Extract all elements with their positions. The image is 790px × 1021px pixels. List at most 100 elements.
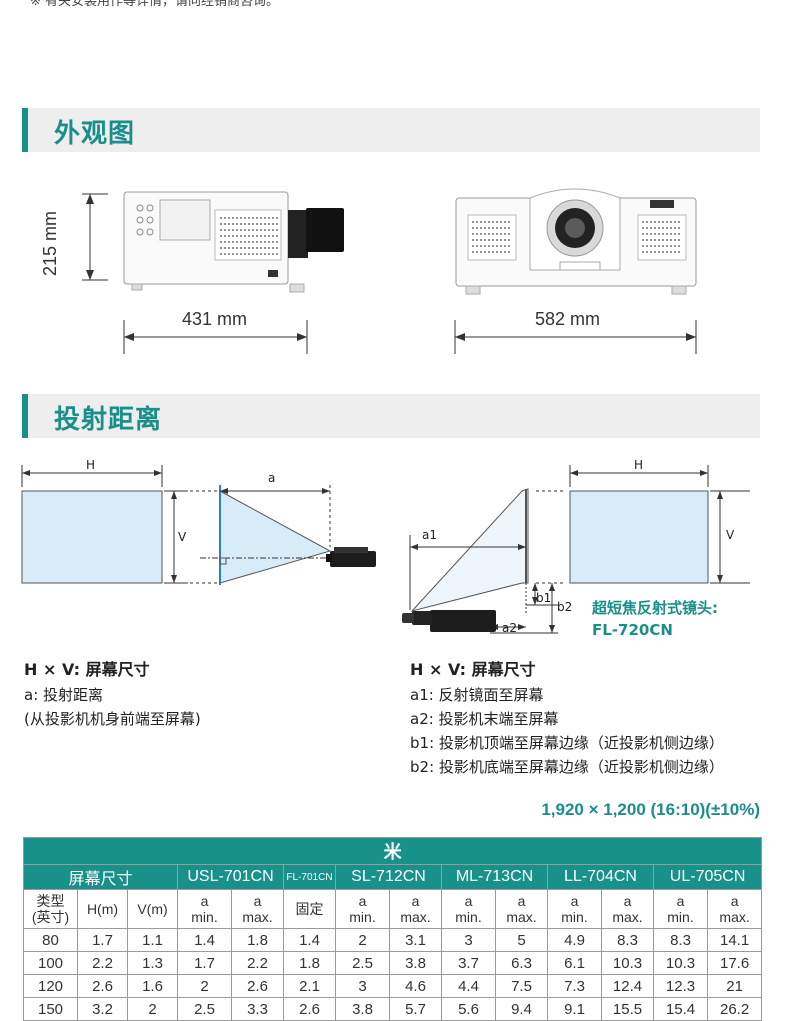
legend-item: a: 投射距离 — [24, 686, 104, 704]
table-cell: 2.2 — [231, 951, 284, 975]
table-cell: 15.4 — [653, 997, 708, 1021]
lens-note-2: FL-720CN — [592, 621, 673, 639]
table-cell: 3 — [441, 928, 496, 952]
h-header: H(m) — [77, 889, 128, 929]
height-dimension: 215 mm — [40, 210, 60, 276]
section-title-exterior: 外观图 — [54, 119, 136, 149]
legend-title-left: H × V: 屏幕尺寸 — [24, 660, 150, 679]
table-cell: 1.6 — [127, 974, 178, 998]
width-dimension: 582 mm — [535, 309, 601, 329]
table-cell: 2.5 — [335, 951, 390, 975]
table-cell: 1.8 — [231, 928, 284, 952]
table-cell: 1.8 — [283, 951, 336, 975]
projector-icon-right — [402, 610, 496, 632]
table-cell: 3.2 — [77, 997, 128, 1021]
table-cell: 5.7 — [389, 997, 442, 1021]
table-cell: 21 — [706, 974, 763, 998]
table-cell: 12.3 — [653, 974, 708, 998]
model-header: LL-704CN — [547, 864, 654, 890]
table-cell: 14.1 — [706, 928, 763, 952]
table-cell: 2.6 — [77, 974, 128, 998]
table-cell: 1.7 — [77, 928, 128, 952]
table-cell: 1.4 — [283, 928, 336, 952]
table-cell: 10.3 — [601, 951, 654, 975]
model-header: ML-713CN — [441, 864, 548, 890]
table-cell: 17.6 — [706, 951, 763, 975]
label-v-right: V — [726, 528, 735, 542]
table-cell: 1.1 — [127, 928, 178, 952]
screen-size-header: 屏幕尺寸 — [23, 864, 178, 890]
table-cell: 12.4 — [601, 974, 654, 998]
label-a2: a2 — [502, 621, 517, 635]
label-h-right: H — [634, 458, 644, 472]
type-header: 类型(英寸) — [23, 889, 78, 929]
table-cell: 10.3 — [653, 951, 708, 975]
label-a1: a1 — [422, 528, 437, 542]
table-cell: 6.1 — [547, 951, 602, 975]
label-b1: b1 — [536, 591, 552, 605]
label-h-left: H — [86, 458, 96, 472]
fixed-header: 固定 — [283, 889, 336, 929]
table-cell: 120 — [23, 974, 78, 998]
table-cell: 2.6 — [283, 997, 336, 1021]
unit-header: 米 — [22, 837, 763, 865]
exterior-drawings — [82, 188, 697, 354]
table-cell: 2 — [177, 974, 232, 998]
section-title-throw: 投射距离 — [54, 405, 163, 435]
label-v-left: V — [178, 530, 187, 544]
table-cell: 2.5 — [177, 997, 232, 1021]
throw-diagram-standard — [21, 465, 376, 585]
table-cell: 8.3 — [653, 928, 708, 952]
top-note: ※ 有关安装用作等详情，请向经销商咨询。 — [30, 0, 280, 9]
table-cell: 2.2 — [77, 951, 128, 975]
table-cell: 5 — [495, 928, 548, 952]
table-cell: 6.3 — [495, 951, 548, 975]
section-accent — [22, 394, 28, 438]
model-header: UL-705CN — [652, 864, 763, 890]
table-cell: 4.6 — [389, 974, 442, 998]
throw-distance-table: 米 屏幕尺寸 USL-701CN FL-701CN SL-712CN ML-71… — [22, 837, 763, 1021]
table-cell: 2.6 — [231, 974, 284, 998]
table-cell: 15.5 — [601, 997, 654, 1021]
table-cell: 1.3 — [127, 951, 178, 975]
throw-diagram-ultrashort — [402, 465, 750, 634]
label-b2: b2 — [557, 600, 573, 614]
table-cell: 150 — [23, 997, 78, 1021]
table-cell: 2 — [335, 928, 390, 952]
table-cell: 3 — [335, 974, 390, 998]
table-cell: 100 — [23, 951, 78, 975]
table-cell: 80 — [23, 928, 78, 952]
section-accent — [22, 108, 28, 152]
legend-item: a1: 反射镜面至屏幕 — [410, 686, 544, 704]
table-cell: 4.9 — [547, 928, 602, 952]
model-header: FL-701CN — [283, 864, 336, 890]
table-cell: 3.1 — [389, 928, 442, 952]
resolution-label: 1,920 × 1,200 (16:10)(±10%) — [541, 800, 760, 819]
model-header: USL-701CN — [177, 864, 284, 890]
table-cell: 9.1 — [547, 997, 602, 1021]
screen-rect-right — [569, 490, 709, 584]
table-cell: 2.1 — [283, 974, 336, 998]
table-cell: 3.7 — [441, 951, 496, 975]
section-header-exterior: 外观图 — [22, 108, 760, 152]
legend-left: a: 投射距离 (从投影机机身前端至屏幕) — [24, 683, 201, 731]
projector-front-view — [455, 188, 697, 295]
legend-item: a2: 投影机末端至屏幕 — [410, 710, 559, 728]
table-cell: 4.4 — [441, 974, 496, 998]
table-cell: 3.8 — [389, 951, 442, 975]
model-header: SL-712CN — [335, 864, 442, 890]
table-cell: 5.6 — [441, 997, 496, 1021]
legend-item: b2: 投影机底端至屏幕边缘（近投影机侧边缘） — [410, 758, 724, 776]
